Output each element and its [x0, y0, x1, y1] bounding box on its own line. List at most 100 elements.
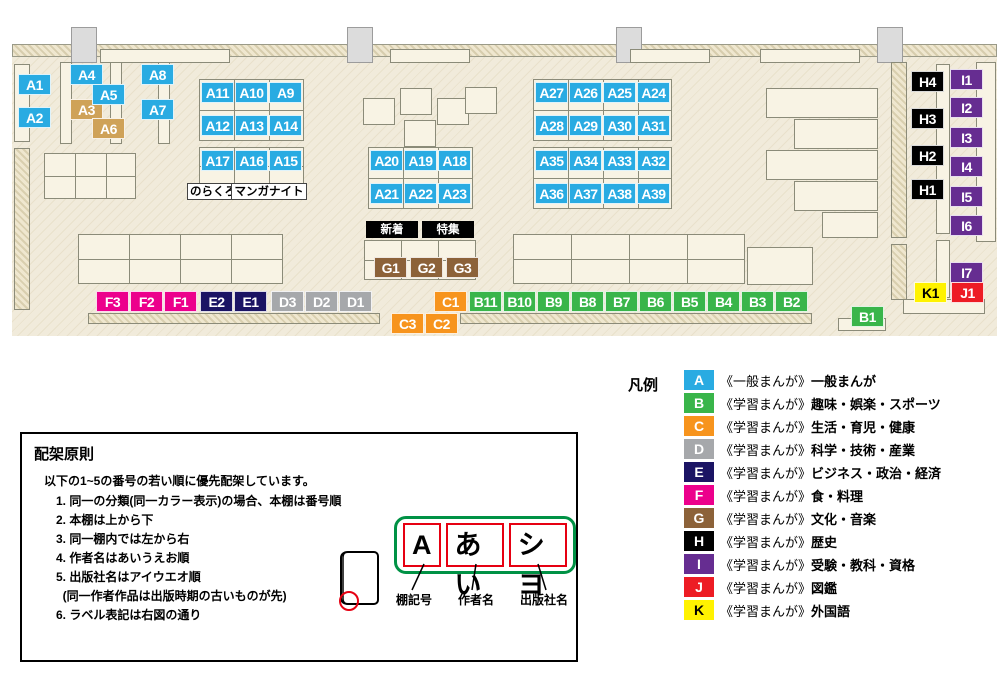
shelf-tag-a20: A20: [370, 150, 403, 171]
shelf-block: [891, 62, 907, 238]
shelf-tag-a28: A28: [535, 115, 568, 136]
shelf-tag-k1: K1: [914, 282, 947, 303]
caption-shelf-code: 棚記号: [396, 593, 433, 607]
shelf-tag-d1: D1: [339, 291, 372, 312]
shelf-block: [891, 244, 907, 300]
legend-label: 《学習まんが》趣味・娯楽・スポーツ: [720, 396, 941, 412]
shelf-tag-e2: E2: [200, 291, 233, 312]
shelf-tag-g2: G2: [410, 257, 443, 278]
shelf-block: [766, 88, 878, 118]
shelf-block: [390, 49, 470, 63]
shelf-tag-b11: B11: [469, 291, 502, 312]
shelf-tag-a32: A32: [637, 150, 670, 171]
shelf-block: [88, 313, 380, 324]
leader-lines: [411, 563, 547, 591]
book-icon: [339, 551, 379, 611]
shelf-tag-h3: H3: [911, 108, 944, 129]
legend-label: 《学習まんが》ビジネス・政治・経済: [720, 465, 942, 481]
legend-swatch-d: D: [684, 439, 714, 459]
shelf-tag-b3: B3: [741, 291, 774, 312]
shelf-tag-a33: A33: [603, 150, 636, 171]
legend-swatch-j: J: [684, 577, 714, 597]
legend-item-a: A《一般まんが》一般まんが: [684, 370, 941, 390]
shelf-tag-j1: J1: [951, 282, 984, 303]
shelf-tag-a29: A29: [569, 115, 602, 136]
principles-panel: 配架原則 以下の1~5の番号の若い順に優先配架しています。 1. 同一の分類(同…: [20, 432, 578, 662]
legend-title: 凡例: [628, 377, 659, 394]
shelf-tag-g3: G3: [446, 257, 479, 278]
shelf-tag-b10: B10: [503, 291, 536, 312]
shelf-tag-a14: A14: [269, 115, 302, 136]
caption-author: 作者名: [458, 593, 495, 607]
shelf-tag-i4: I4: [950, 156, 983, 177]
shelf-block: [513, 234, 745, 284]
shelf-tag-a22: A22: [404, 183, 437, 204]
shelf-block: [794, 181, 878, 211]
shelf-block: [460, 313, 812, 324]
legend-swatch-f: F: [684, 485, 714, 505]
shelf-tag-f1: F1: [164, 291, 197, 312]
legend-swatch-a: A: [684, 370, 714, 390]
shelf-block: [404, 120, 436, 147]
legend-label: 《学習まんが》歴史: [720, 534, 838, 550]
shelf-tag-a38: A38: [603, 183, 636, 204]
legend-label: 《学習まんが》科学・技術・産業: [720, 442, 916, 458]
legend-item-g: G《学習まんが》文化・音楽: [684, 508, 941, 528]
shelf-block: [766, 150, 878, 180]
legend-label: 《学習まんが》図鑑: [720, 580, 838, 596]
principles-item-7: 6. ラベル表記は右図の通り: [56, 607, 202, 622]
principles-item-6: (同一作者作品は出版時期の古いものが先): [56, 588, 287, 603]
shelf-tag-d3: D3: [271, 291, 304, 312]
shelf-tag-c1: C1: [434, 291, 467, 312]
shelf-tag-d2: D2: [305, 291, 338, 312]
shelf-tag-b2: B2: [775, 291, 808, 312]
map-label-マンガナイト: マンガナイト: [231, 183, 307, 200]
shelf-block: [400, 88, 432, 115]
pillar: [877, 27, 903, 63]
legend-label: 《学習まんが》外国語: [720, 603, 851, 619]
shelf-tag-f3: F3: [96, 291, 129, 312]
legend-item-j: J 《学習まんが》図鑑: [684, 577, 941, 597]
shelf-tag-a1: A1: [18, 74, 51, 95]
legend-label: 《学習まんが》食・料理: [720, 488, 864, 504]
shelf-tag-a12: A12: [201, 115, 234, 136]
pillar: [71, 27, 97, 63]
shelf-tag-a2: A2: [18, 107, 51, 128]
publisher-box: シヨ: [508, 523, 567, 600]
legend-label: 《学習まんが》受験・教科・資格: [720, 557, 916, 573]
shelf-tag-a15: A15: [269, 150, 302, 171]
legend-item-e: E《学習まんが》ビジネス・政治・経済: [684, 462, 941, 482]
legend-item-h: H 《学習まんが》歴史: [684, 531, 941, 551]
shelf-tag-h4: H4: [911, 71, 944, 92]
legend-item-f: F 《学習まんが》食・料理: [684, 485, 941, 505]
shelf-tag-b9: B9: [537, 291, 570, 312]
shelf-tag-a5: A5: [92, 84, 125, 105]
author-box: あい: [445, 523, 504, 600]
shelf-block: [822, 212, 878, 238]
shelf-tag-h2: H2: [911, 145, 944, 166]
legend-swatch-h: H: [684, 531, 714, 551]
caption-publisher: 出版社名: [520, 593, 569, 607]
legend-swatch-b: B: [684, 393, 714, 413]
shelf-tag-a6: A6: [92, 118, 125, 139]
shelf-tag-i5: I5: [950, 186, 983, 207]
shelf-tag-c3: C3: [391, 313, 424, 334]
legend-item-k: K《学習まんが》外国語: [684, 600, 941, 620]
shelf-tag-a39: A39: [637, 183, 670, 204]
legend-swatch-g: G: [684, 508, 714, 528]
shelf-tag-a30: A30: [603, 115, 636, 136]
shelf-tag-a4: A4: [70, 64, 103, 85]
principles-intro: 以下の1~5の番号の若い順に優先配架しています。: [44, 474, 315, 488]
shelf-tag-a35: A35: [535, 150, 568, 171]
shelf-tag-a34: A34: [569, 150, 602, 171]
shelf-tag-c2: C2: [425, 313, 458, 334]
legend-swatch-i: I: [684, 554, 714, 574]
shelf-tag-a23: A23: [438, 183, 471, 204]
shelf-block: [363, 98, 395, 125]
shelf-block: [794, 119, 878, 149]
shelf-tag-i6: I6: [950, 215, 983, 236]
shelf-block: [465, 87, 497, 114]
